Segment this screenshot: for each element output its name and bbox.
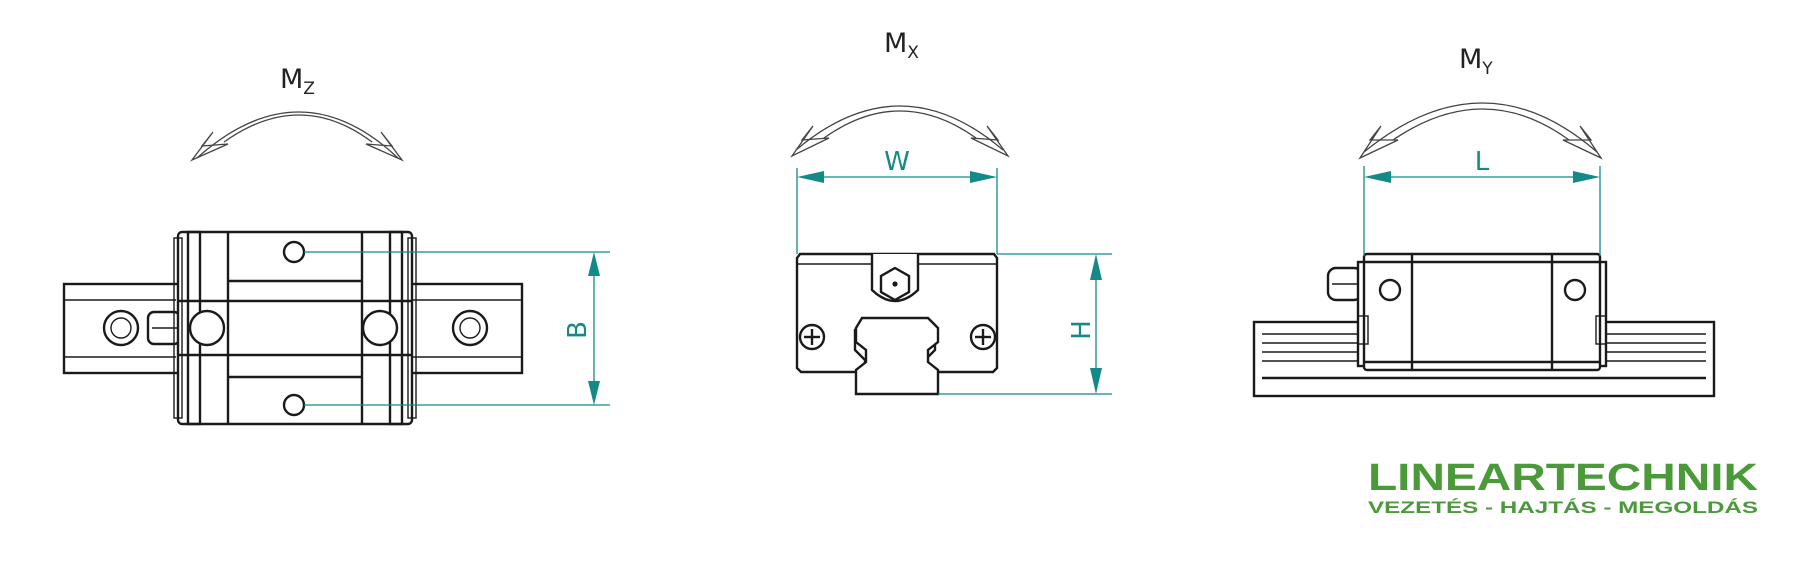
carriage-mounting-hole (1563, 278, 1587, 302)
moment-arrow-mx (795, 105, 1004, 151)
brand-tagline: VEZETÉS - HAJTÁS - MEGOLDÁS (1368, 498, 1758, 517)
arrowhead-icon (365, 131, 405, 162)
dimension-b: B (563, 252, 600, 405)
brand-logo: LINEARTECHNIK VEZETÉS - HAJTÁS - MEGOLDÁ… (1368, 457, 1759, 517)
moment-arrow-my (1363, 102, 1598, 153)
rail-profile (854, 316, 940, 396)
moment-label-mz: MZ (280, 64, 315, 99)
dimension-label-w: W (884, 147, 910, 177)
dimension-label-h: H (1067, 320, 1097, 340)
arrowhead-icon (1562, 125, 1603, 160)
carriage-mounting-hole (1378, 278, 1402, 302)
dimension-l: L (1364, 147, 1600, 183)
side-view: L MY (1252, 44, 1716, 398)
dimension-label-l: L (1475, 147, 1490, 177)
front-view: W H MX (790, 28, 1112, 396)
brand-name: LINEARTECHNIK (1368, 457, 1759, 499)
top-view: B MZ (62, 64, 610, 426)
dimension-label-b: B (563, 321, 593, 339)
rail-bolt-hole (102, 309, 140, 347)
dimension-w: W (797, 147, 997, 183)
carriage-side-view (1362, 252, 1602, 372)
rail-bolt-hole (451, 309, 489, 347)
arrowhead-icon (189, 131, 229, 162)
moment-arrow-mz (196, 111, 399, 159)
arrowhead-icon (970, 125, 1010, 158)
moment-label-my: MY (1459, 44, 1493, 79)
moment-label-mx: MX (884, 28, 919, 63)
dimension-h: H (1067, 254, 1102, 394)
arrowhead-icon (790, 125, 830, 158)
arrowhead-icon (1358, 125, 1399, 160)
